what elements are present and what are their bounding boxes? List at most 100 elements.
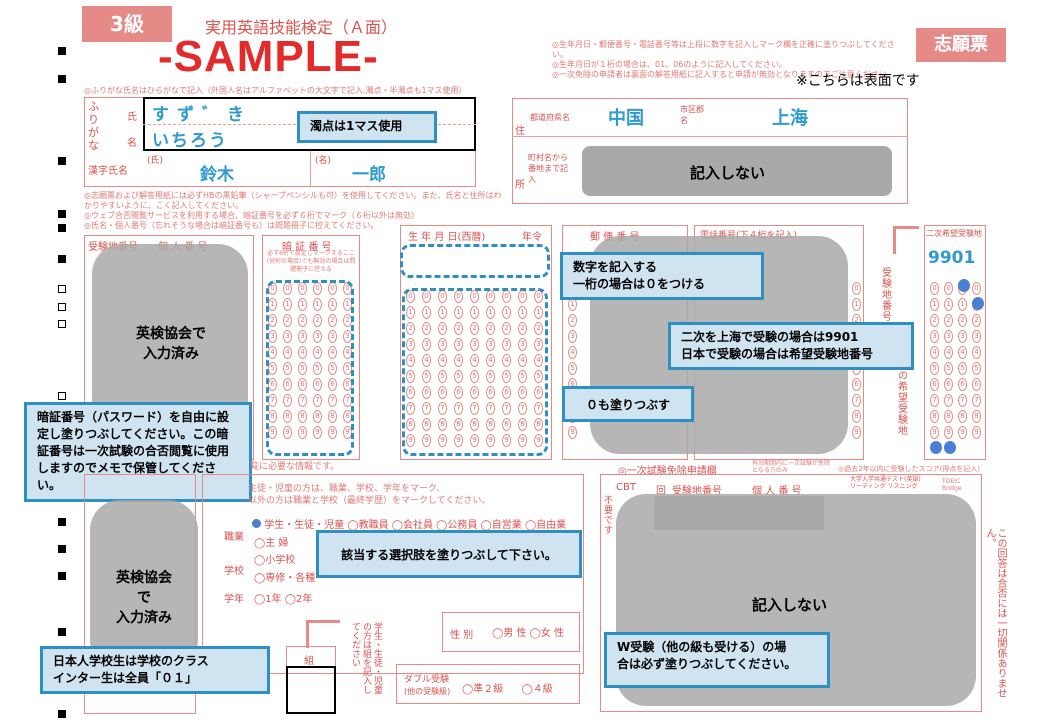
bubble-9[interactable]: 9 (518, 434, 527, 447)
bubble-2[interactable]: 2 (518, 322, 527, 335)
bubble-0[interactable]: 0 (944, 282, 953, 295)
bubble-8[interactable]: 8 (283, 410, 292, 423)
bubble-3[interactable]: 3 (470, 338, 479, 351)
furigana-mei-value[interactable]: いちろう (152, 131, 228, 151)
bubble-2[interactable]: 2 (298, 314, 307, 327)
bubble-2[interactable]: 2 (930, 314, 939, 327)
grade-option[interactable]: ◯ (254, 594, 266, 605)
bubble-1[interactable]: 1 (534, 306, 543, 319)
bubble-3[interactable]: 3 (486, 338, 495, 351)
city-value[interactable]: 上海 (772, 108, 808, 129)
bubble-7[interactable]: 7 (502, 402, 511, 415)
bubble-5[interactable]: 5 (283, 362, 292, 375)
bubble-1[interactable]: 1 (944, 298, 953, 311)
bubble-7[interactable]: 7 (518, 402, 527, 415)
bubble-4[interactable]: 4 (518, 354, 527, 367)
bubble-3[interactable]: 3 (502, 338, 511, 351)
bubble-1[interactable]: 1 (470, 306, 479, 319)
bubble-5[interactable]: 5 (944, 362, 953, 375)
occupation-option[interactable]: ◯ (480, 520, 492, 531)
bubble-3[interactable]: 3 (438, 338, 447, 351)
bubble-7[interactable]: 7 (958, 394, 967, 407)
bubble-8[interactable]: 8 (930, 410, 939, 423)
bubble-4[interactable]: 4 (422, 354, 431, 367)
bubble-1[interactable]: 1 (930, 298, 939, 311)
bubble-5[interactable]: 5 (930, 362, 939, 375)
bubble-5[interactable]: 5 (470, 370, 479, 383)
bubble-3[interactable]: 3 (930, 330, 939, 343)
bubble-1[interactable]: 1 (313, 298, 322, 311)
bubble-9[interactable]: 9 (944, 426, 953, 439)
bubble-7[interactable]: 7 (534, 402, 543, 415)
bubble-2[interactable]: 2 (454, 322, 463, 335)
bubble-6[interactable]: 6 (470, 386, 479, 399)
bubble-6[interactable]: 6 (438, 386, 447, 399)
bubble-2[interactable]: 2 (958, 314, 967, 327)
bubble-8[interactable]: 8 (852, 410, 861, 423)
bubble-5[interactable]: 5 (328, 362, 337, 375)
bubble-4[interactable]: 4 (454, 354, 463, 367)
bubble-6[interactable]: 6 (422, 386, 431, 399)
bubble-7[interactable]: 7 (486, 402, 495, 415)
bubble-6[interactable]: 6 (298, 378, 307, 391)
bubble-7[interactable]: 7 (944, 394, 953, 407)
bubble-2[interactable]: 2 (470, 322, 479, 335)
bubble-1[interactable]: 1 (518, 306, 527, 319)
bubble-6[interactable]: 6 (534, 386, 543, 399)
bubble-5[interactable]: 5 (406, 370, 415, 383)
occupation-selected-dot[interactable] (252, 519, 261, 528)
bubble-9[interactable]: 9 (502, 434, 511, 447)
bubble-5[interactable]: 5 (438, 370, 447, 383)
bubble-4[interactable]: 4 (313, 346, 322, 359)
bubble-9[interactable]: 9 (313, 426, 322, 439)
kanji-sei-value[interactable]: 鈴木 (200, 165, 234, 185)
bubble-9[interactable]: 9 (438, 434, 447, 447)
bubble-2[interactable]: 2 (328, 314, 337, 327)
bubble-6[interactable]: 6 (502, 386, 511, 399)
bubble-3[interactable]: 3 (313, 330, 322, 343)
bubble-3[interactable]: 3 (328, 330, 337, 343)
bubble-0[interactable]: 0 (852, 282, 861, 295)
bubble-5[interactable]: 5 (518, 370, 527, 383)
bubble-7[interactable]: 7 (422, 402, 431, 415)
double-option[interactable]: ◯ (521, 684, 533, 695)
bubble-3[interactable]: 3 (406, 338, 415, 351)
bubble-0[interactable]: 0 (930, 282, 939, 295)
bubble-1[interactable]: 1 (486, 306, 495, 319)
bubble-6[interactable]: 6 (930, 378, 939, 391)
gender-option[interactable]: ◯ (492, 628, 504, 639)
bubble-2[interactable]: 2 (568, 314, 577, 327)
bubble-1[interactable]: 1 (852, 298, 861, 311)
bubble-8[interactable]: 8 (454, 418, 463, 431)
bubble-4[interactable]: 4 (930, 346, 939, 359)
bubble-7[interactable]: 7 (313, 394, 322, 407)
occupation-option[interactable]: ◯ (436, 520, 448, 531)
bubble-6[interactable]: 6 (313, 378, 322, 391)
bubble-5[interactable]: 5 (972, 362, 981, 375)
bubble-6[interactable]: 6 (944, 378, 953, 391)
bubble-2[interactable]: 2 (283, 314, 292, 327)
bubble-1[interactable]: 1 (958, 298, 967, 311)
bubble-6[interactable]: 6 (328, 378, 337, 391)
bubble-6[interactable]: 6 (852, 378, 861, 391)
bubble-5[interactable]: 5 (568, 362, 577, 375)
bubble-4[interactable]: 4 (568, 346, 577, 359)
bubble-1[interactable]: 1 (454, 306, 463, 319)
bubble-3[interactable]: 3 (298, 330, 307, 343)
bubble-4[interactable]: 4 (283, 346, 292, 359)
bubble-3[interactable]: 3 (518, 338, 527, 351)
occupation-option[interactable]: ◯ (391, 520, 403, 531)
pref-value[interactable]: 中国 (608, 108, 644, 129)
bubble-8[interactable]: 8 (313, 410, 322, 423)
bubble-2[interactable]: 2 (486, 322, 495, 335)
bubble-1[interactable]: 1 (502, 306, 511, 319)
